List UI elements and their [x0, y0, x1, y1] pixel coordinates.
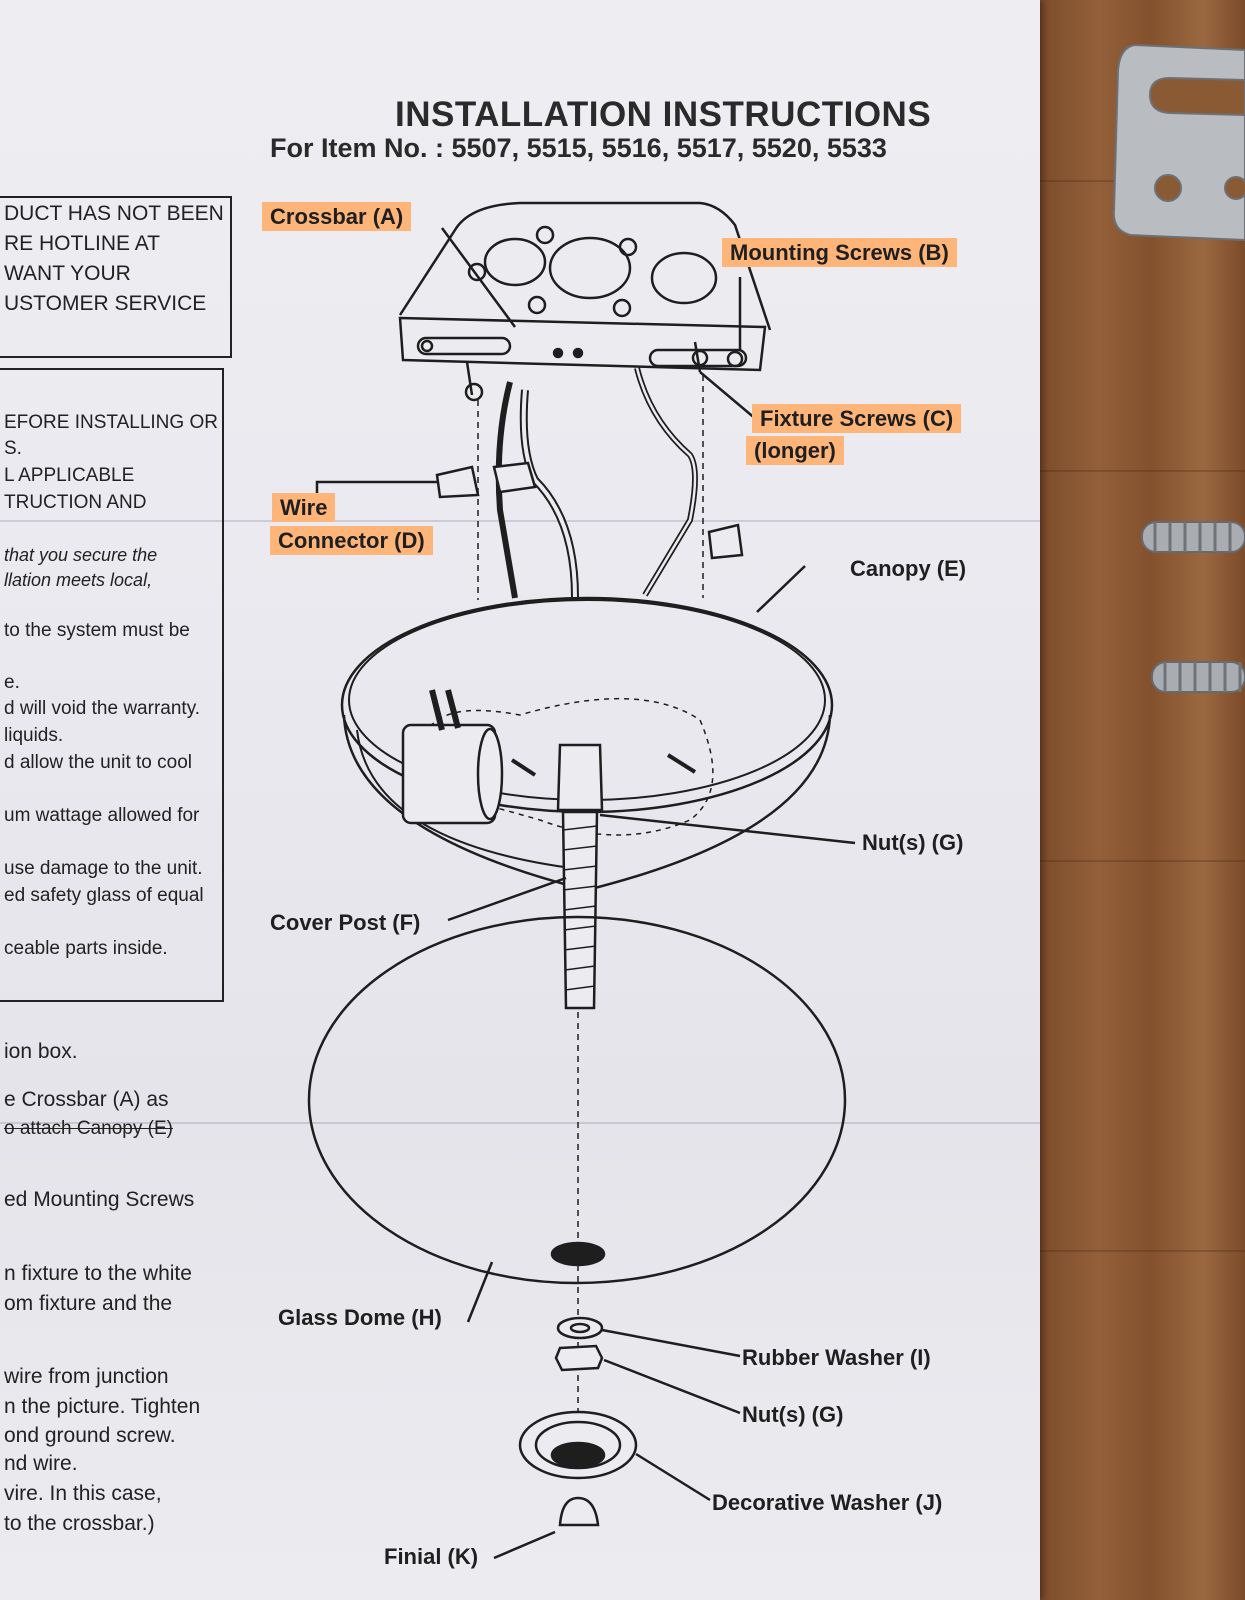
wire-connector-icon	[435, 461, 744, 560]
page-title: INSTALLATION INSTRUCTIONS	[395, 95, 932, 134]
box1-line: USTOMER SERVICE	[4, 292, 207, 315]
label-wire-connector: Connector (D)	[270, 526, 433, 555]
box2-line: S.	[4, 438, 22, 459]
label-mounting-screws: Mounting Screws (B)	[722, 238, 957, 267]
screw-icon	[1151, 661, 1245, 693]
label-wire: Wire	[272, 493, 336, 522]
fixture-diagram	[307, 201, 856, 1560]
wood-grain	[1035, 470, 1245, 472]
box1-line: DUCT HAS NOT BEEN	[4, 202, 224, 225]
box1-line: RE HOTLINE AT	[4, 232, 160, 255]
cover-post	[556, 743, 604, 1010]
label-finial: Finial (K)	[384, 1544, 479, 1569]
box2-line: e.	[4, 672, 20, 693]
wood-grain	[1035, 860, 1245, 862]
box2-line: EFORE INSTALLING OR	[4, 412, 218, 433]
step-line: n the picture. Tighten	[4, 1395, 201, 1418]
step-line: vire. In this case,	[4, 1482, 162, 1505]
label-nuts-lower: Nut(s) (G)	[742, 1402, 844, 1427]
box2-line: use damage to the unit.	[4, 858, 203, 879]
step-line: n fixture to the white	[4, 1262, 192, 1285]
box2-line: that you secure the	[4, 545, 158, 565]
box2-line: TRUCTION AND	[4, 492, 147, 513]
box2-line: L APPLICABLE	[4, 465, 135, 486]
warning-box-2	[0, 368, 224, 1002]
box2-line: ceable parts inside.	[4, 938, 168, 959]
step-line: ion box.	[4, 1040, 78, 1063]
label-glass-dome: Glass Dome (H)	[278, 1305, 442, 1330]
paper-fold	[0, 520, 1040, 522]
step-line: wire from junction	[4, 1365, 169, 1388]
box2-line: liquids.	[4, 725, 64, 746]
mounting-bracket-icon	[1112, 43, 1245, 242]
label-rubber-washer: Rubber Washer (I)	[742, 1345, 931, 1370]
label-crossbar: Crossbar (A)	[262, 202, 412, 231]
label-fixture-screws: Fixture Screws (C)	[752, 404, 962, 433]
box2-line: d allow the unit to cool	[4, 752, 193, 773]
junction-box	[398, 201, 772, 331]
step-line: ed Mounting Screws	[4, 1188, 195, 1211]
wood-table	[1035, 0, 1245, 1600]
crossbar	[398, 316, 767, 372]
box2-line: ed safety glass of equal	[4, 885, 204, 906]
box1-line: WANT YOUR	[4, 262, 131, 285]
label-cover-post: Cover Post (F)	[270, 910, 421, 935]
label-fixture-screws-note: (longer)	[746, 436, 844, 465]
step-line: to the crossbar.)	[4, 1512, 155, 1535]
step-line: nd wire.	[4, 1452, 78, 1475]
step-line: o attach Canopy (E)	[4, 1118, 173, 1139]
label-canopy: Canopy (E)	[850, 556, 967, 581]
box2-line: to the system must be	[4, 620, 190, 641]
warning-box-1	[0, 196, 232, 358]
label-nuts-upper: Nut(s) (G)	[862, 830, 964, 855]
box2-line: d will void the warranty.	[4, 698, 201, 719]
box2-line: um wattage allowed for	[4, 805, 200, 826]
item-numbers: For Item No. : 5507, 5515, 5516, 5517, 5…	[270, 133, 887, 163]
screw-icon	[1141, 521, 1245, 553]
box2-line: llation meets local,	[4, 570, 153, 590]
paper-fold	[0, 1122, 1040, 1124]
step-line: om fixture and the	[4, 1292, 173, 1315]
canopy	[340, 596, 834, 892]
instruction-sheet: INSTALLATION INSTRUCTIONS For Item No. :…	[0, 0, 1040, 1600]
step-line: ond ground screw.	[4, 1424, 176, 1447]
step-line: e Crossbar (A) as	[4, 1088, 169, 1111]
label-decorative-washer: Decorative Washer (J)	[712, 1490, 943, 1515]
wood-grain	[1035, 1250, 1245, 1252]
